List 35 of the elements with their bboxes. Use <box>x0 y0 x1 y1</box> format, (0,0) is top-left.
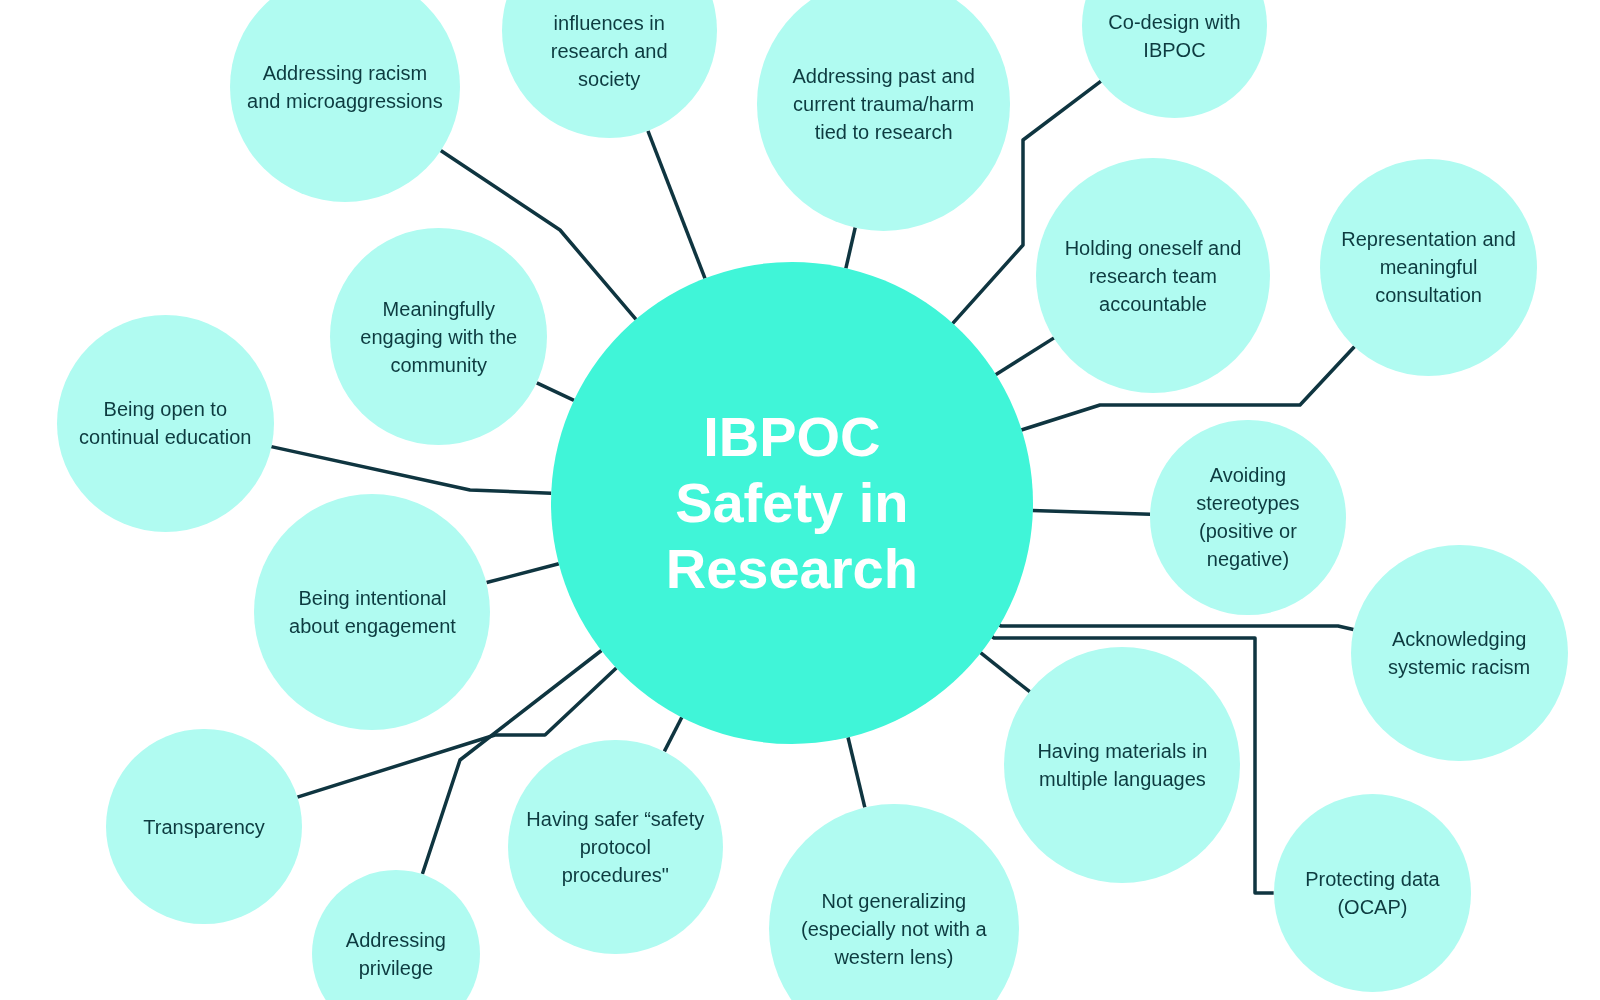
topic-text: Having materials in multiple languages <box>1036 739 1209 793</box>
connector-line <box>439 149 638 321</box>
topic-text: Being intentional about engagement <box>288 586 457 640</box>
connector-line <box>951 79 1103 325</box>
connector-line <box>296 666 618 799</box>
topic-text: Meaningfully engaging with the community <box>359 296 519 378</box>
connector-line <box>662 716 684 753</box>
connector-line <box>536 381 575 402</box>
topic-text: Addressing racism and microaggressions <box>247 60 443 114</box>
connector-line <box>1020 345 1356 432</box>
topic-text: Co-design with IBPOC <box>1107 9 1242 63</box>
central-title: IBPOC Safety in Research <box>664 404 919 603</box>
connector-line <box>646 130 707 280</box>
topic-text: Protecting data (OCAP) <box>1304 866 1441 920</box>
connector-line <box>844 227 857 269</box>
topic-text: Having safer “safety protocol procedures" <box>525 806 706 888</box>
connector-line <box>979 651 1032 694</box>
topic-text: Not generalizing (especially not with a western lens) <box>800 888 988 970</box>
topic-text: Holding oneself and research team accountable <box>1063 235 1243 317</box>
topic-text: Addressing privilege <box>344 928 447 982</box>
topic-text: Being open to continual education <box>78 397 253 451</box>
connector-line <box>846 736 867 808</box>
connector-line <box>1032 508 1151 517</box>
topic-text: Representation and meaningful consultation <box>1340 227 1517 309</box>
topic-text: Avoiding stereotypes (positive or negative) <box>1195 463 1301 573</box>
topic-text: influences in research and society <box>549 10 669 92</box>
connector-line <box>420 649 603 875</box>
topic-text: Acknowledging systemic racism <box>1387 627 1532 681</box>
connector-line <box>486 562 560 585</box>
connector-line <box>270 444 552 496</box>
topic-text: Addressing past and current trauma/harm tied to research <box>791 64 976 146</box>
topic-text: Transparency <box>142 814 266 840</box>
connector-line <box>994 336 1055 377</box>
connector-line <box>991 635 1274 895</box>
connector-line <box>999 623 1354 632</box>
